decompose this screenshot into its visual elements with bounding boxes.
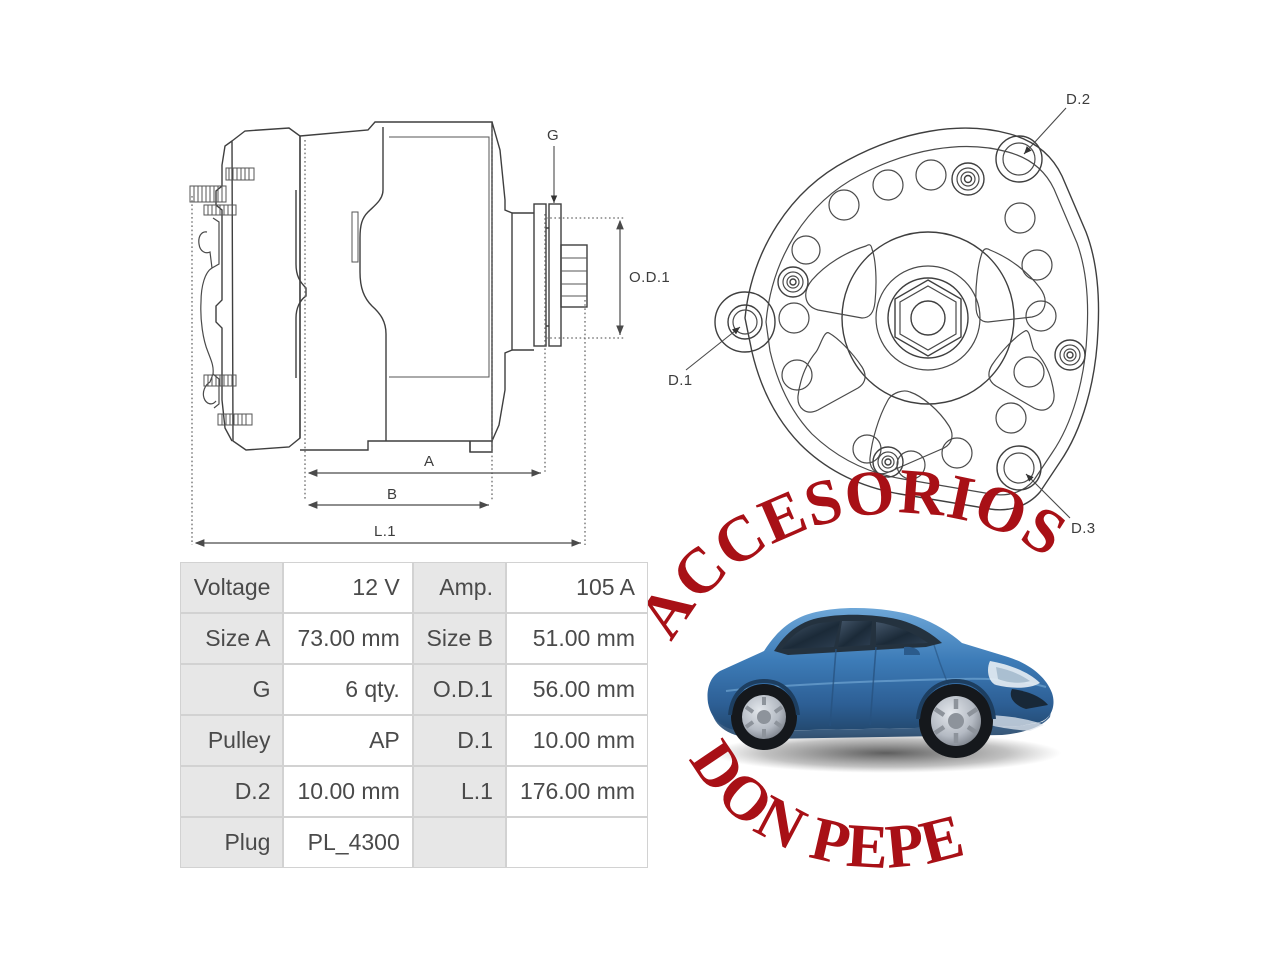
alternator-side-view-group: O.D.1 G A B L.1 [189, 121, 670, 547]
spec-label: G [180, 664, 284, 715]
spec-value: 105 A [505, 562, 648, 613]
front-arch [916, 678, 996, 720]
spec-label: Voltage [180, 562, 284, 613]
spec-label: D.1 [412, 715, 506, 766]
table-row: Pulley AP D.1 10.00 mm [180, 715, 648, 766]
spec-value: 6 qty. [283, 664, 413, 715]
spec-value: PL_4300 [283, 817, 413, 868]
spec-label: Size A [180, 613, 284, 664]
spec-table-body: Voltage 12 V Amp. 105 A Size A 73.00 mm … [180, 562, 648, 868]
door-seam-2 [869, 646, 877, 726]
dim-label-l1: L.1 [374, 523, 396, 540]
spec-value: 51.00 mm [505, 613, 648, 664]
dim-label-d3: D.3 [1071, 520, 1096, 537]
table-row: Size A 73.00 mm Size B 51.00 mm [180, 613, 648, 664]
fog-light-strip [978, 715, 1044, 731]
spec-value: 73.00 mm [283, 613, 413, 664]
spec-label [412, 817, 506, 868]
windshield [876, 622, 928, 645]
front-grille [1010, 689, 1048, 709]
headlight-lens [996, 667, 1030, 683]
spec-value: 12 V [283, 562, 413, 613]
dim-label-d2: D.2 [1066, 91, 1091, 108]
spec-value: 56.00 mm [505, 664, 648, 715]
dim-label-d1: D.1 [668, 372, 693, 389]
rear-door-window [838, 621, 872, 647]
spec-value: 176.00 mm [505, 766, 648, 817]
side-mirror [904, 646, 920, 655]
dim-label-g: G [547, 127, 559, 144]
table-row: G 6 qty. O.D.1 56.00 mm [180, 664, 648, 715]
spec-value: 10.00 mm [505, 715, 648, 766]
blue-sedan-photo [707, 607, 1061, 773]
spec-value: AP [283, 715, 413, 766]
door-seam-1 [829, 648, 837, 727]
dim-label-a: A [424, 453, 434, 470]
table-row: D.2 10.00 mm L.1 176.00 mm [180, 766, 648, 817]
table-row: Plug PL_4300 [180, 817, 648, 868]
rear-wheel [731, 684, 797, 750]
spec-value: 10.00 mm [283, 766, 413, 817]
dim-label-b: B [387, 486, 397, 503]
alternator-end-view-group: D.1 D.2 D.3 [668, 91, 1100, 537]
spec-label: Amp. [412, 562, 506, 613]
rear-arch [728, 678, 800, 716]
spec-label: Pulley [180, 715, 284, 766]
spec-label: Size B [412, 613, 506, 664]
front-wheel [919, 684, 993, 758]
table-row: Voltage 12 V Amp. 105 A [180, 562, 648, 613]
spec-value [505, 817, 648, 868]
spec-label: Plug [180, 817, 284, 868]
dim-label-od1: O.D.1 [629, 269, 670, 286]
spec-label: O.D.1 [412, 664, 506, 715]
spec-label: D.2 [180, 766, 284, 817]
rear-window [782, 621, 840, 649]
spec-label: L.1 [412, 766, 506, 817]
alternator-spec-table: Voltage 12 V Amp. 105 A Size A 73.00 mm … [180, 562, 648, 868]
